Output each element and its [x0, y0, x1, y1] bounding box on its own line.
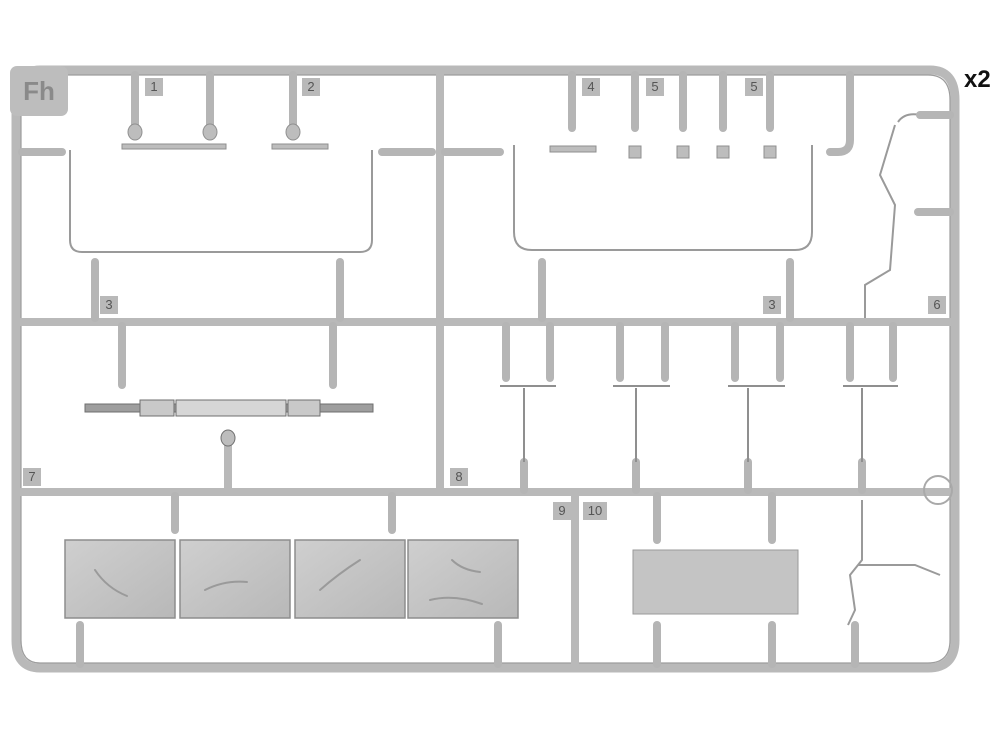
part-9-panel-texture	[94, 559, 483, 605]
wire-frame-right	[513, 145, 813, 251]
wire-frame-left	[69, 150, 373, 253]
gates-top-left	[131, 71, 297, 132]
part-11-ring	[923, 475, 953, 505]
part-number-tag: 1	[145, 78, 163, 96]
part-number-tag: 5	[745, 78, 763, 96]
part-11-wire	[847, 500, 941, 626]
part-7-bar	[84, 399, 374, 447]
part-6-gates	[914, 111, 954, 216]
internal-runners	[12, 66, 959, 672]
gates-part-7	[118, 322, 337, 389]
part-10-plate	[632, 549, 799, 615]
part-number-tag: 6	[928, 296, 946, 314]
wire-frame-left-gates	[18, 148, 436, 322]
part-9-panels	[64, 539, 519, 619]
gates-part-8	[502, 322, 897, 494]
part-number-tag: 3	[763, 296, 781, 314]
sprue-quantity: x2	[964, 66, 991, 93]
part-number-tag: 7	[23, 468, 41, 486]
part-1-2-bars	[121, 123, 329, 150]
gates-part-10	[653, 492, 859, 668]
part-number-tag: 9	[553, 502, 571, 520]
gates-part-9	[76, 492, 502, 668]
part-number-tag: 5	[646, 78, 664, 96]
gates-top-right	[568, 71, 854, 156]
part-8-rods	[500, 385, 898, 462]
wire-frame-right-gates	[441, 148, 794, 322]
part-4-5-pieces	[549, 145, 777, 159]
part-6-bent-rod	[864, 113, 921, 318]
part-number-tag: 10	[583, 502, 607, 520]
part-number-tag: 8	[450, 468, 468, 486]
part-number-tag: 4	[582, 78, 600, 96]
part-number-tag: 2	[302, 78, 320, 96]
part-number-tag: 3	[100, 296, 118, 314]
sprue-letter-tag: Fh	[10, 66, 68, 116]
